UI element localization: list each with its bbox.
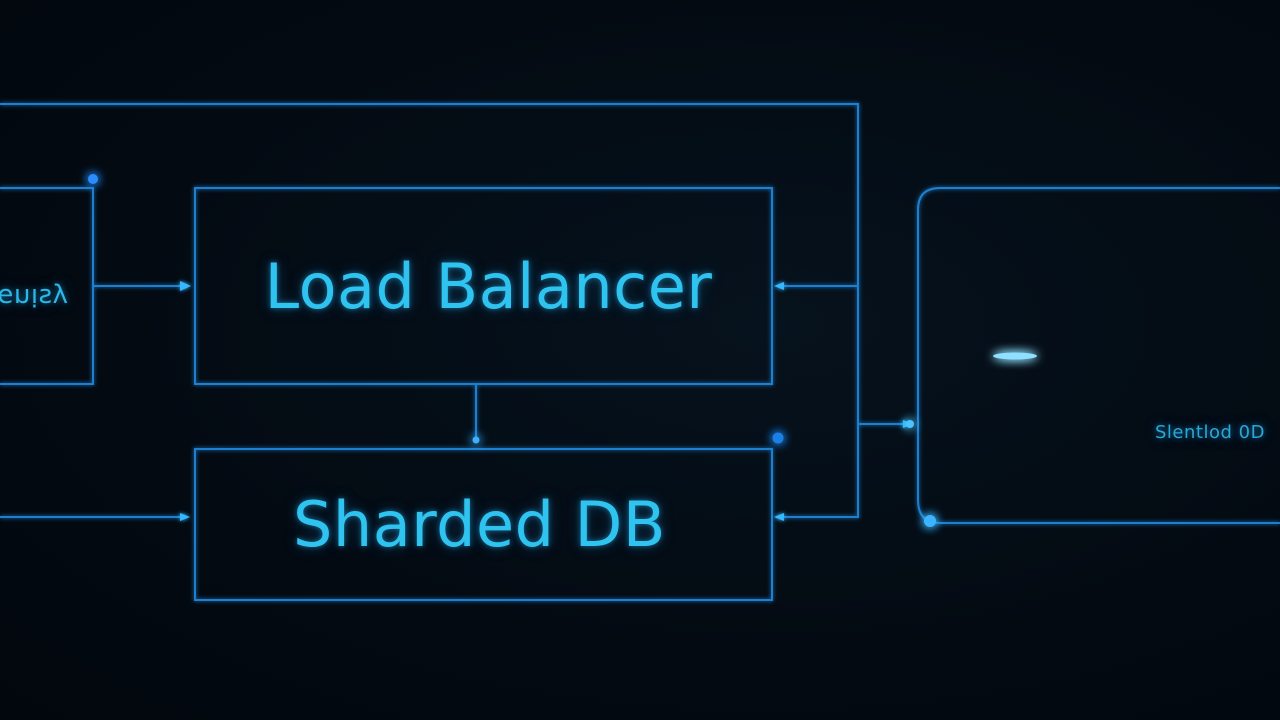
glow-dot-junction [472,436,480,444]
glow-streak-head [993,352,1037,360]
sharded-db-box [194,448,773,601]
sharded-db-label: Sharded DB [293,488,666,561]
right-panel-label: Slentlod 0D [1155,422,1265,443]
load-balancer-box [194,187,773,385]
arrow-from-loop-to-db [774,513,784,521]
arrow-into-lb [180,281,191,291]
sharded-db-node: Sharded DB [195,449,772,600]
arrow-from-loop-to-lb [774,282,784,290]
glow-dot-left [88,174,98,184]
left-node-label: ʎsı̣uɘ [0,280,68,310]
load-balancer-label: Load Balancer [264,249,713,323]
glow-dot-panel-corner [924,515,936,527]
load-balancer-node: Load Balancer [195,188,772,384]
outer-loop-wire [0,103,859,518]
arrow-into-db [180,513,190,521]
glow-dot-panel-in [906,420,914,428]
glow-dot-db-corner [772,432,784,444]
